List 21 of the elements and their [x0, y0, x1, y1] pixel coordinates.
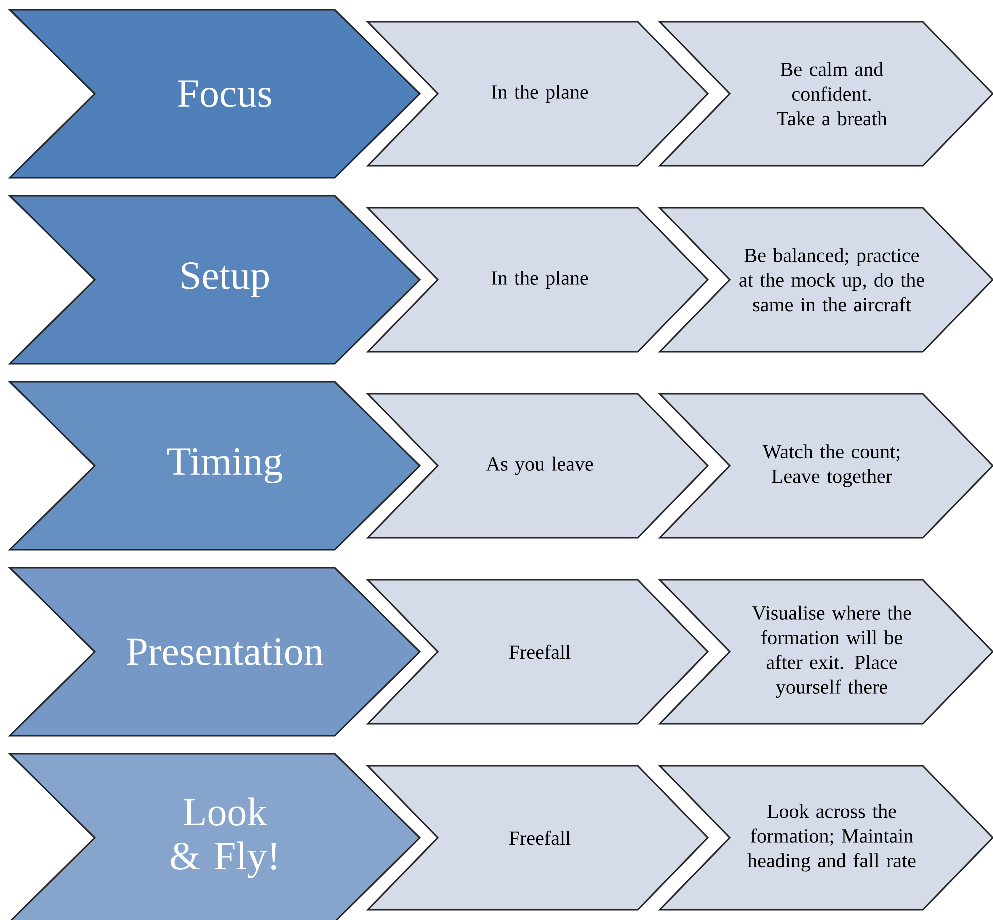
process-step: Focus	[8, 9, 422, 179]
process-step: Visualise where the formation will be after exit. Place yourself there	[658, 579, 993, 725]
process-step: Be balanced; practice at the mock up, do the same in the aircraft	[658, 207, 993, 353]
node-label: Be balanced; practice at the mock up, do the same in the aircraft	[740, 248, 924, 312]
node-label: Look across the formation; Maintain heading and fall rate	[748, 804, 916, 872]
node-label: Visualise where the formation will be after exit. Place yourself there	[752, 606, 912, 698]
process-step: Look across the formation; Maintain heading and fall rate	[658, 765, 993, 911]
process-step: Presentation	[8, 567, 422, 737]
process-step: In the plane	[366, 207, 710, 353]
node-label: Be calm and confident. Take a breath	[776, 62, 888, 126]
process-step: Be calm and confident. Take a breath	[658, 21, 993, 167]
node-label: Watch the count; Leave together	[762, 444, 900, 488]
process-step: Look & Fly!	[8, 753, 422, 920]
process-step: As you leave	[366, 393, 710, 539]
process-step: In the plane	[366, 21, 710, 167]
node-label: Freefall	[509, 830, 571, 846]
process-step: Freefall	[366, 579, 710, 725]
process-step: Setup	[8, 195, 422, 365]
process-step: Timing	[8, 381, 422, 551]
process-step: Watch the count; Leave together	[658, 393, 993, 539]
process-step: Freefall	[366, 765, 710, 911]
